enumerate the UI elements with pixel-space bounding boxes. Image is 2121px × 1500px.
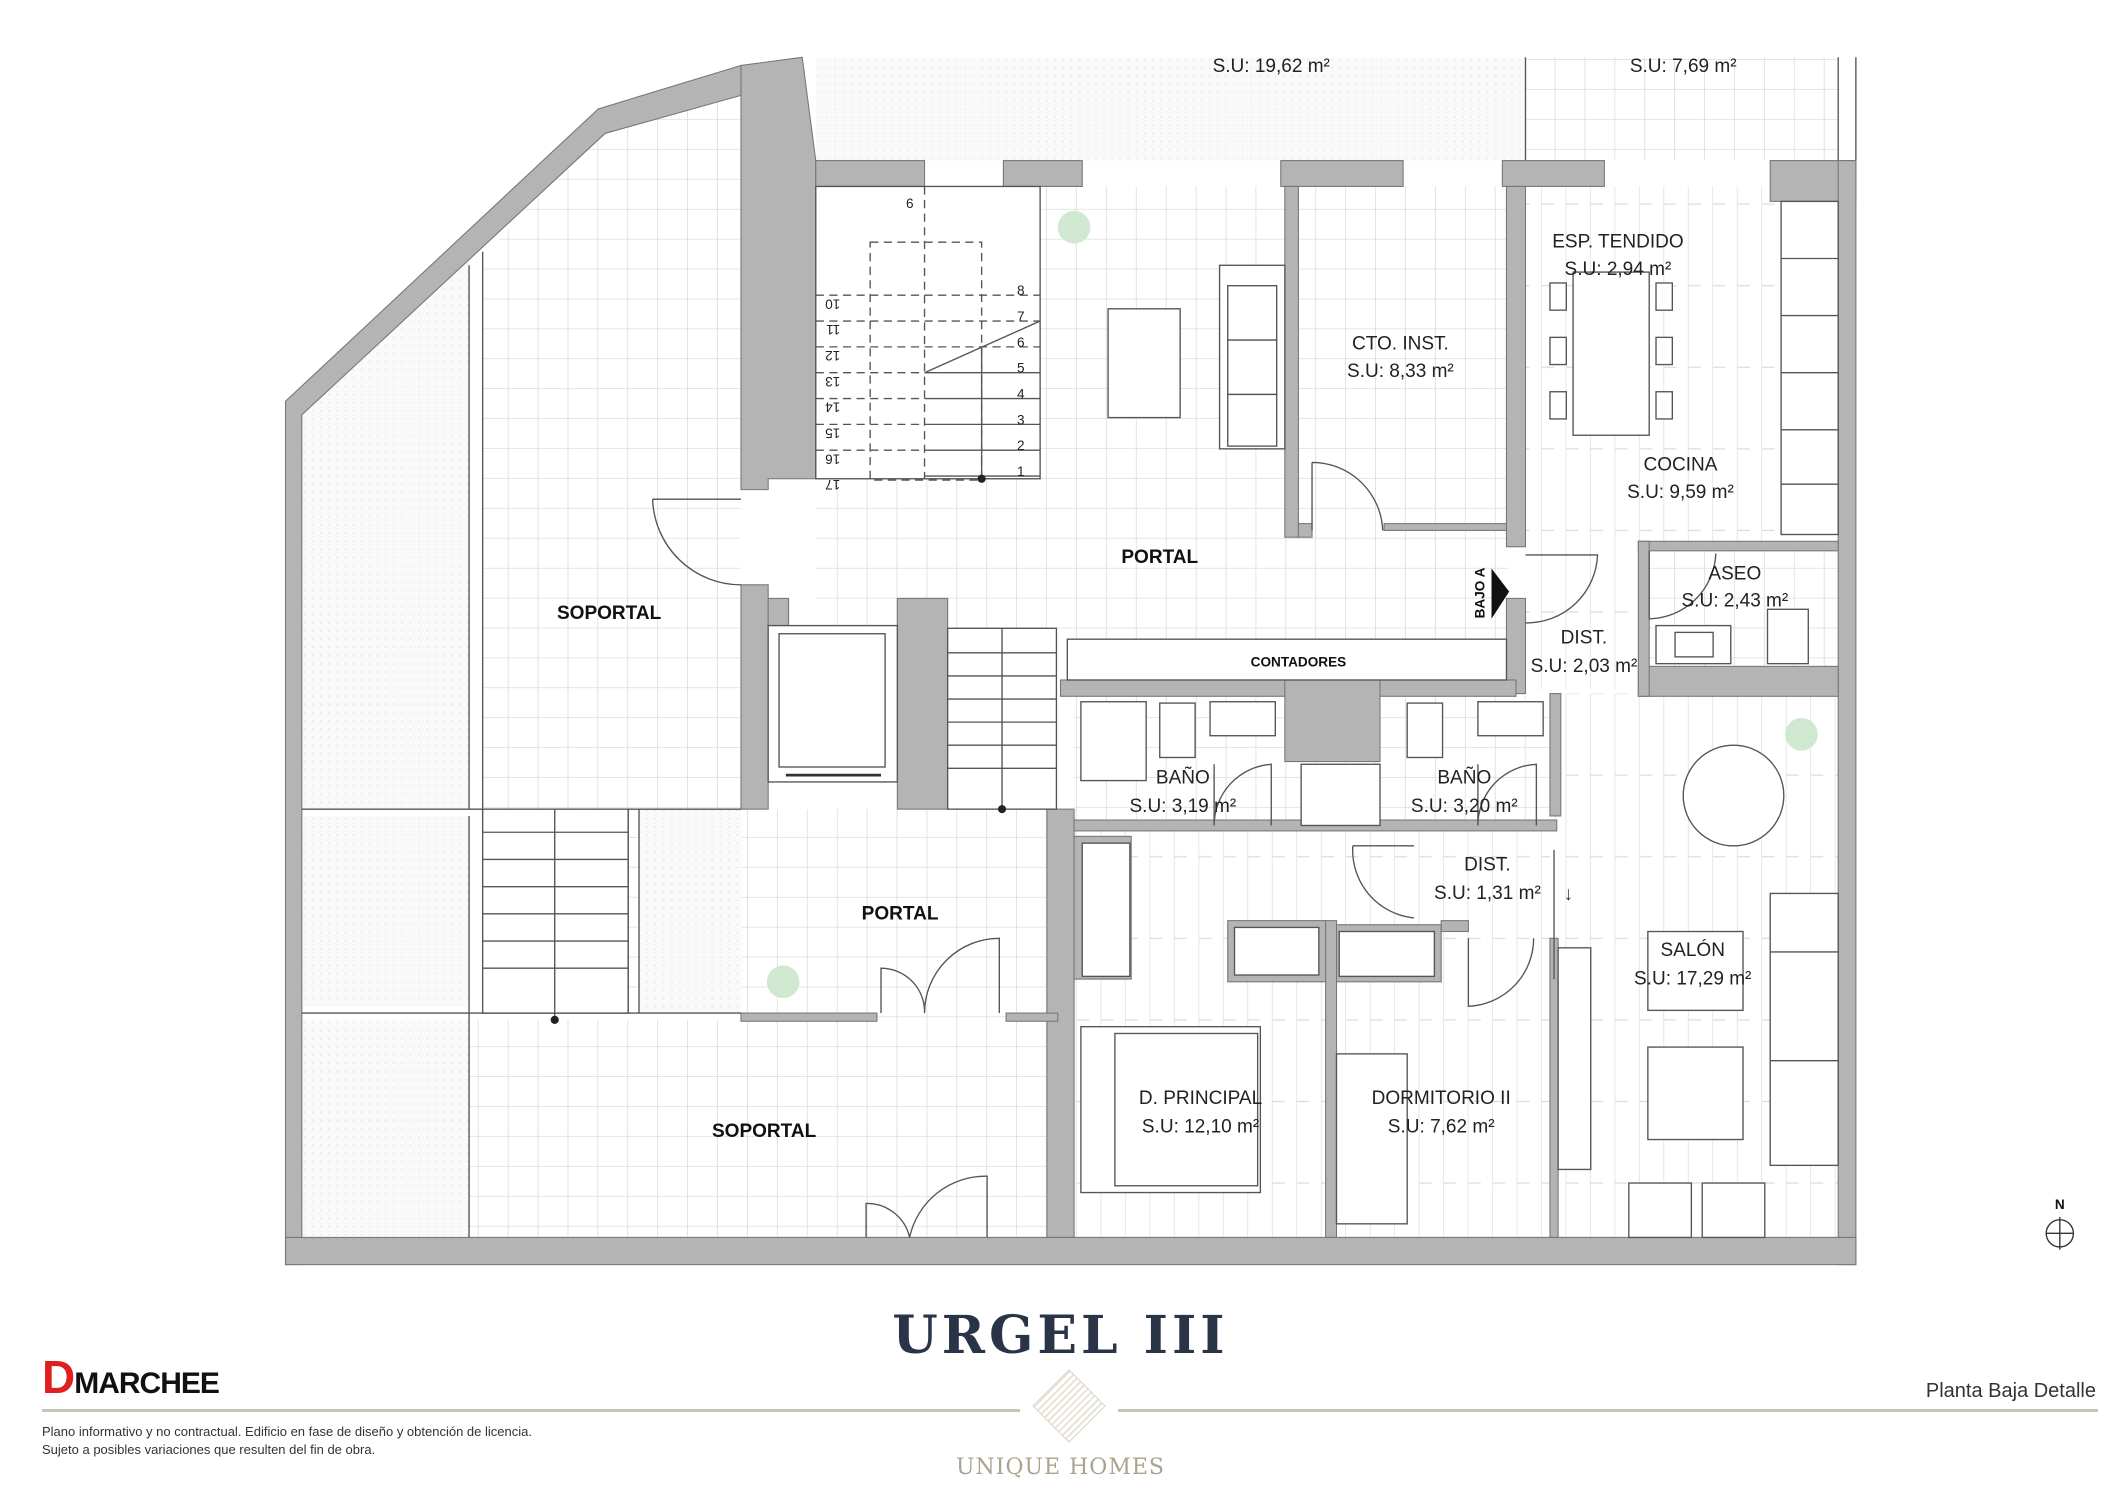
brand-logo: DMARCHEE [42,1350,220,1404]
dormitorio-name: DORMITORIO II [1372,1088,1511,1109]
terrace-right-area: S.U: 7,69 m² [1630,56,1737,77]
entrance-arrow-icon [1491,568,1510,619]
esp-tendido-name: ESP. TENDIDO [1552,232,1683,253]
soportal-floor [482,98,741,1014]
stair-step-15: 15 [825,425,840,440]
main-stair: 1 2 3 4 5 6 7 8 9 10 11 12 13 14 15 16 1… [815,185,1041,492]
stair-step-16: 16 [825,451,840,466]
cto-inst-area: S.U: 8,33 m² [1347,361,1454,382]
stair-step-10: 10 [825,296,841,311]
compass-label: N [2055,1197,2065,1212]
exterior-stair [481,808,629,1024]
terrace-right [1524,57,1857,161]
plan-subtitle: Planta Baja Detalle [1925,1380,2096,1402]
terrace-left [815,57,1526,161]
dormitorio-area: S.U: 7,62 m² [1388,1117,1495,1138]
stair-step-4: 4 [1017,387,1025,402]
stair-step-6: 6 [1017,335,1025,350]
cocina-area: S.U: 9,59 m² [1627,482,1734,503]
dist-area: S.U: 2,03 m² [1531,656,1638,677]
divider-left [42,1409,1020,1412]
plant-icon [1785,718,1818,751]
stair-step-7: 7 [1017,309,1025,324]
bano-name: BAÑO [1437,766,1491,788]
furniture [1080,200,1839,1239]
plant-icon [1057,210,1091,244]
elevator [767,624,899,783]
tagline: UNIQUE HOMES [956,1455,1165,1480]
contadores-cabinet [1066,638,1508,681]
portal-label: PORTAL [1121,547,1198,568]
stair-step-2: 2 [1017,438,1025,453]
stair-step-1: 1 [1017,464,1025,479]
portal-label: PORTAL [862,903,939,924]
bano-name: BAÑO [1156,766,1210,788]
esp-tendido-area: S.U: 2,94 m² [1565,259,1672,280]
cocina-name: COCINA [1644,455,1718,476]
dist-area: S.U: 1,31 m² [1434,883,1541,904]
salon-name: SALÓN [1660,939,1724,961]
secondary-stair [946,627,1058,814]
disclaimer-line: Sujeto a posibles variaciones que result… [42,1442,376,1457]
stair-step-9: 9 [906,196,914,211]
disclaimer: Plano informativo y no contractual. Edif… [42,1423,532,1459]
terrace-left-area: S.U: 19,62 m² [1213,56,1330,77]
dist-name: DIST. [1464,854,1510,875]
bano-area: S.U: 3,20 m² [1411,796,1518,817]
cto-inst-name: CTO. INST. [1352,334,1449,355]
doors [651,461,1717,1238]
bajo-a-label: BAJO A [1473,567,1488,618]
soportal-label: SOPORTAL [712,1121,817,1142]
divider-right [1118,1409,2098,1412]
d-principal-name: D. PRINCIPAL [1139,1088,1262,1109]
soportal-outer-strip [301,129,599,810]
disclaimer-line: Plano informativo y no contractual. Edif… [42,1424,532,1439]
stair-step-12: 12 [825,348,840,363]
contadores-label: CONTADORES [1251,654,1347,669]
aseo-name: ASEO [1708,563,1761,584]
plant-icon [766,965,800,999]
bano-area: S.U: 3,19 m² [1129,796,1236,817]
d-principal-area: S.U: 12,10 m² [1142,1117,1259,1138]
project-title: URGEL III [892,1305,1229,1366]
stair-step-3: 3 [1017,412,1025,427]
down-arrow-icon: ↓ [1564,884,1574,905]
salon-area: S.U: 17,29 m² [1634,969,1751,990]
stair-step-5: 5 [1017,361,1025,376]
stair-step-14: 14 [825,400,841,415]
soportal-label: SOPORTAL [557,603,662,624]
stair-step-8: 8 [1017,283,1025,298]
brand-name: MARCHEE [74,1367,220,1400]
brand-initial: D [42,1351,75,1403]
stair-step-13: 13 [825,374,840,389]
stair-step-11: 11 [826,322,840,337]
stair-step-17: 17 [825,477,840,492]
dist-name: DIST. [1561,627,1607,648]
compass-icon: N [2045,1197,2075,1250]
aseo-area: S.U: 2,43 m² [1682,591,1789,612]
